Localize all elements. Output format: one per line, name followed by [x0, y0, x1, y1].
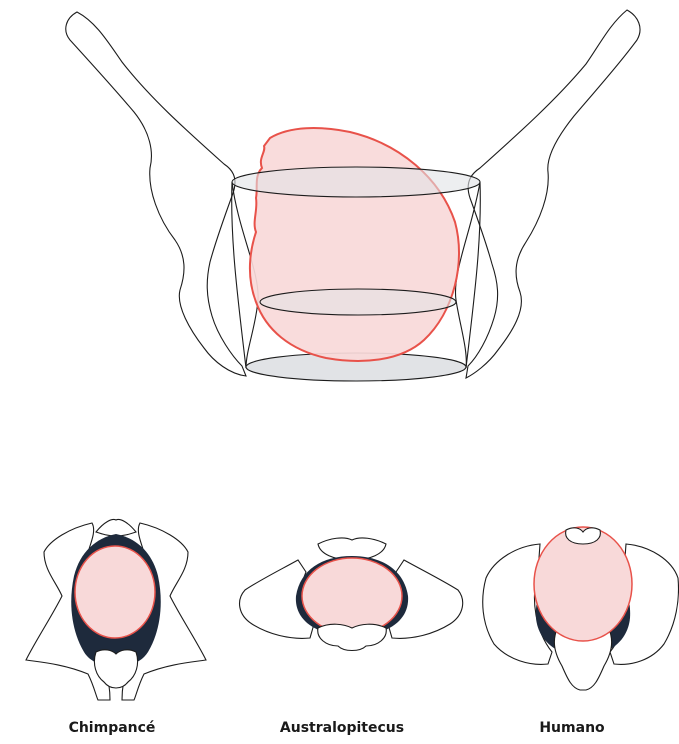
left-hip-bone	[66, 12, 246, 376]
pelvic-inlet-ellipse	[232, 167, 480, 197]
right-hip-bone	[466, 10, 640, 378]
chimp-sacrum	[96, 520, 136, 537]
chimp-label: Chimpancé	[22, 720, 202, 736]
canal-left-wall-outer	[232, 182, 246, 368]
human-label: Humano	[482, 720, 662, 736]
australopithecus-infant-head	[302, 558, 402, 634]
australopithecus-label: Australopitecus	[252, 720, 432, 736]
chimp-infant-head	[75, 546, 155, 638]
human-pelvis	[483, 527, 679, 690]
australopithecus-pubis	[318, 624, 387, 650]
australopithecus-pelvis	[240, 538, 463, 651]
baby-head	[250, 128, 459, 361]
chimp-pelvis	[26, 520, 206, 701]
mid-pelvis-ellipse	[260, 289, 456, 315]
birth-canal-diagram	[66, 10, 640, 381]
